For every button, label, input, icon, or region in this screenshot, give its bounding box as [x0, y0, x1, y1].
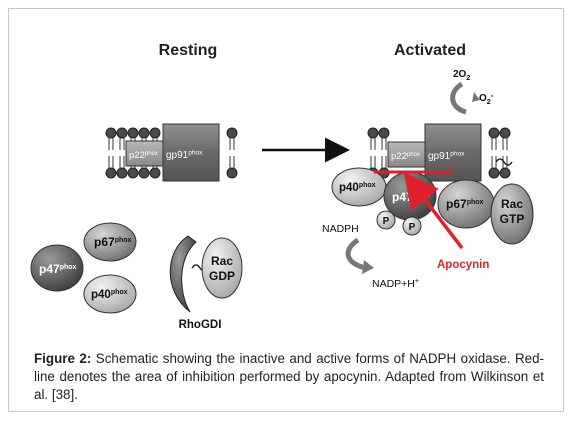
- resting-gp91-label: gp91phox: [166, 150, 203, 162]
- activated-rac-label-line1: Rac: [501, 197, 523, 211]
- resting-lipid-heads-bottom: [105, 167, 238, 179]
- activated-lipid-head-top-3: [488, 127, 500, 139]
- phosphate-group-2-icon: [402, 216, 422, 236]
- resting-lipid-head-bottom-5: [149, 167, 161, 179]
- rhogdi-crescent: [169, 235, 197, 313]
- figure-caption: Figure 2: Schematic showing the inactive…: [34, 350, 544, 404]
- resting-p47-label: p47phox: [39, 262, 77, 276]
- activated-lipid-head-bottom-4: [499, 167, 511, 179]
- activated-lipid-tails: [370, 138, 508, 168]
- resting-p47-subunit: [30, 244, 84, 292]
- activated-p22-subunit: [387, 141, 427, 168]
- activated-lipid-head-top-2: [378, 127, 390, 139]
- phosphate-label-1: P: [383, 216, 390, 227]
- resting-membrane: [105, 127, 238, 179]
- activated-title: Activated: [394, 42, 466, 59]
- apocynin-label: Apocynin: [437, 259, 489, 271]
- resting-p67-subunit: [83, 222, 137, 262]
- resting-lipid-head-top-3: [127, 127, 139, 139]
- resting-p67-label: p67phox: [94, 235, 132, 249]
- phosphate-label-2: P: [409, 222, 416, 233]
- superoxide-curved-arrow: [450, 81, 467, 115]
- apocynin-arrow: [403, 171, 464, 250]
- resting-p40-label: p40phox: [91, 289, 128, 301]
- activated-p67-label: p67phox: [446, 197, 484, 211]
- resting-gp91-subunit: [162, 123, 220, 182]
- nadp-label: NADP+H+: [372, 278, 419, 290]
- resting-lipid-head-bottom-6: [226, 167, 238, 179]
- caption-label: Figure 2:: [34, 351, 92, 366]
- activated-p22-label: p22phox: [391, 151, 420, 162]
- resting-lipid-head-bottom-1: [105, 167, 117, 179]
- resting-lipid-head-top-2: [116, 127, 128, 139]
- resting-lipid-head-top-1: [105, 127, 117, 139]
- resting-lipid-heads-top: [105, 127, 238, 139]
- rhogdi-label: RhoGDI: [179, 319, 222, 331]
- activated-rac-label-line2: GTP: [500, 212, 525, 226]
- resting-lipid-head-top-4: [138, 127, 150, 139]
- phosphate-group-1-icon: [376, 210, 396, 230]
- nadph-curved-arrow: [345, 237, 367, 271]
- resting-lipid-head-bottom-4: [138, 167, 150, 179]
- resting-lipid-head-bottom-2: [116, 167, 128, 179]
- resting-lipid-head-bottom-3: [127, 167, 139, 179]
- activated-lipid-heads-top: [367, 127, 511, 139]
- resting-rac-label-line2: GDP: [209, 269, 235, 283]
- activated-lipid-head-top-4: [499, 127, 511, 139]
- superoxide-arrowhead-icon: [472, 92, 480, 102]
- resting-lipid-head-top-5: [149, 127, 161, 139]
- activated-gp91-label: gp91phox: [428, 151, 465, 163]
- nadph-arrowhead-icon: [362, 260, 374, 274]
- activated-p40-label: p40phox: [339, 182, 376, 194]
- resting-rac-label-line1: Rac: [211, 254, 233, 268]
- caption-text: Schematic showing the inactive and activ…: [34, 351, 545, 402]
- resting-p22-label: p22phox: [129, 150, 158, 161]
- resting-p40-subunit: [83, 274, 137, 314]
- resting-rac-subunit: [201, 237, 243, 299]
- rac-lipid-anchor-icon: [495, 158, 513, 166]
- activated-lipid-head-bottom-3: [488, 167, 500, 179]
- superoxide-label: O2-: [479, 91, 494, 106]
- oxygen-input-label: 2O2: [453, 69, 470, 82]
- activated-rac-subunit: [490, 183, 534, 245]
- nadph-label: NADPH: [322, 223, 359, 235]
- resting-lipid-head-top-6: [226, 127, 238, 139]
- resting-title: Resting: [159, 42, 218, 59]
- activated-lipid-head-top-1: [367, 127, 379, 139]
